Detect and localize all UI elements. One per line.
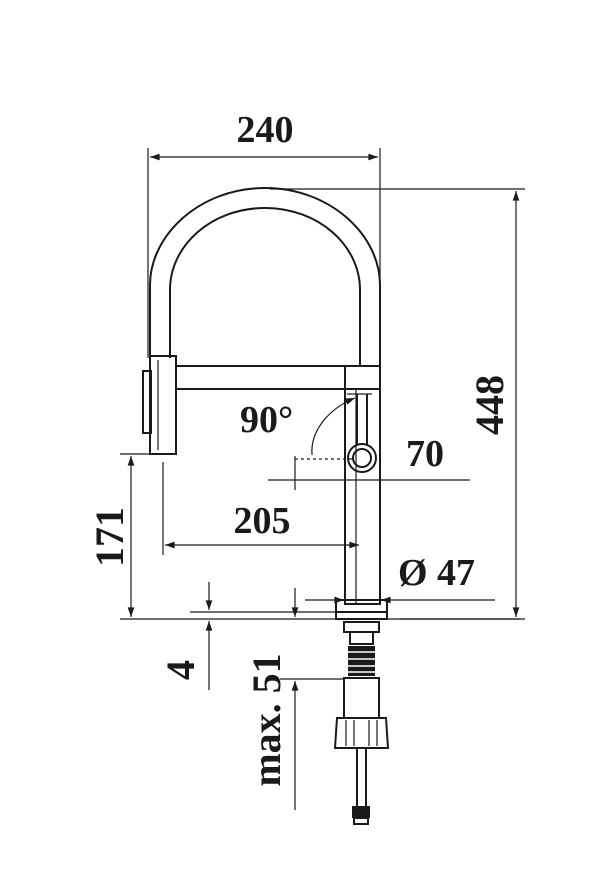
label-4: 4: [158, 660, 203, 680]
label-70: 70: [406, 433, 444, 475]
dimension-90-degrees: 90°: [240, 397, 356, 460]
fixing-nut: [349, 631, 374, 645]
dimension-205: 205: [162, 462, 359, 555]
lever-handle: [356, 394, 368, 445]
fixing-sleeve: [343, 677, 380, 719]
hose-fitting-bottom: [353, 817, 369, 825]
dimension-171: 171: [87, 453, 150, 618]
spout-arc-outer: [149, 186, 381, 365]
label-205: 205: [234, 500, 291, 542]
fixing-cup-ribs: [345, 720, 378, 746]
label-90-degrees: 90°: [240, 399, 293, 441]
spout-arc-inner: [169, 206, 361, 365]
lever-knob-inner: [352, 448, 372, 468]
deck-plate: [335, 611, 388, 620]
faucet-outline: [120, 186, 520, 825]
body-column: [344, 365, 381, 605]
horizontal-arm: [175, 365, 381, 390]
dimension-70: 70: [268, 433, 470, 490]
label-171: 171: [87, 507, 132, 567]
dimension-240: 240: [147, 109, 381, 360]
label-diameter-47: Ø 47: [398, 552, 475, 594]
fixing-thread: [348, 646, 375, 676]
dimension-max-51: max. 51: [244, 588, 344, 810]
fixing-washer: [343, 621, 380, 633]
hose-fitting: [352, 806, 370, 818]
spray-head: [149, 355, 177, 455]
spray-head-cap: [142, 370, 152, 434]
label-448: 448: [467, 375, 512, 435]
dimension-448: 448: [270, 188, 525, 620]
thread-lines: [348, 651, 375, 673]
label-240: 240: [237, 109, 294, 151]
lever-knob-outer: [347, 443, 377, 473]
fixing-cup: [333, 717, 390, 749]
dimension-4: 4: [158, 582, 336, 690]
label-max-51: max. 51: [244, 653, 289, 786]
dimension-diameter-47: Ø 47: [305, 552, 495, 604]
